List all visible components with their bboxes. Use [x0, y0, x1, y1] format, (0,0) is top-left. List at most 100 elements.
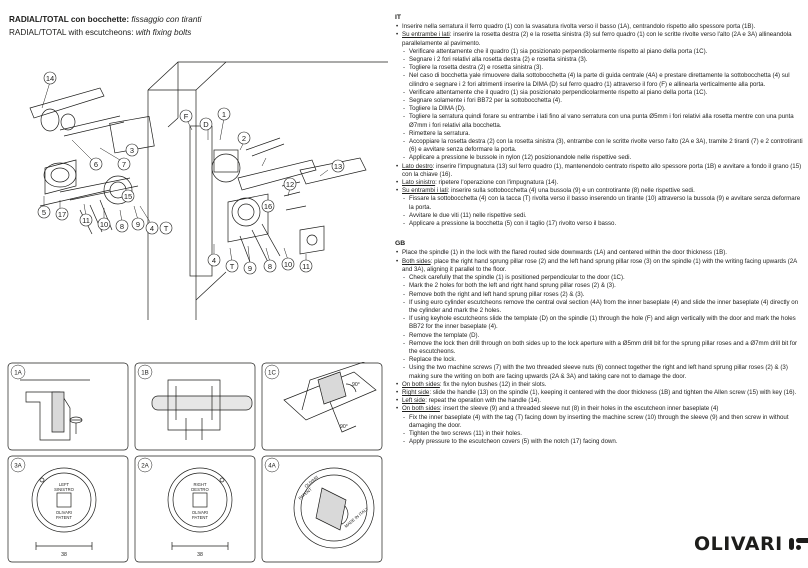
- instruction-step: Inserire nella serratura il ferro quadro…: [395, 23, 803, 31]
- instruction-step-text: Remove the template (D).: [409, 331, 480, 339]
- panel-1a-label: 1A: [14, 370, 22, 377]
- instruction-step-lead: Both sides: [402, 257, 431, 265]
- instruction-step-text: Mark the 2 holes for both the left and r…: [409, 282, 616, 290]
- panel-3a-olivari: OLIVARI: [56, 510, 72, 515]
- panel-2a-dimension: 38: [197, 552, 203, 558]
- callout-t-left: T: [164, 224, 169, 233]
- instruction-step-text: Accoppiare la rosetta destra (2) con la …: [409, 138, 803, 154]
- instruction-step: On both sides: insert the sleeve (9) and…: [395, 405, 803, 413]
- exploded-assembly-diagram: 14 6 7 5 17 11 10 8 9 4 T 15 3 F D 1 2 1…: [29, 61, 388, 320]
- panel-4a-label: 4A: [268, 463, 276, 470]
- panel-3a-sinistro: SINISTRO: [54, 487, 75, 492]
- instruction-step-lead: Left side: [402, 397, 426, 405]
- instruction-step-text: Nel caso di bocchetta yale rimuovere dal…: [409, 72, 790, 88]
- instruction-step-text: Rimettere la serratura.: [409, 129, 471, 137]
- instruction-step-text: Using the two machine screws (7) with th…: [409, 364, 788, 380]
- callout-d: D: [203, 120, 209, 129]
- instruction-step: Place the spindle (1) in the lock with t…: [395, 249, 803, 257]
- door-panel: [147, 61, 388, 320]
- callout-t-right: T: [230, 262, 235, 271]
- panel-texts: 1A 1B 1C 90° 90° 3A LEFT SINISTRO OLIVAR…: [10, 364, 369, 558]
- callout-4-right: 4: [212, 256, 216, 265]
- instruction-step-text: Applicare a pressione la bocchetta (5) c…: [409, 220, 617, 228]
- instruction-substep: Rimettere la serratura.: [395, 130, 803, 138]
- instruction-substep: Fissare la sottobocchetta (4) con la tac…: [395, 195, 803, 211]
- left-handle-group: [29, 87, 155, 235]
- instruction-step-text: Replace the lock.: [409, 356, 457, 364]
- instruction-step-text: : insert the sleeve (9) and a threaded s…: [439, 405, 719, 413]
- right-handle-group: [189, 125, 367, 277]
- instruction-substep: Mark the 2 holes for both the left and r…: [395, 282, 803, 290]
- panel-2a-drawing: [167, 467, 233, 550]
- instruction-substep: Togliere la serratura quindi forare su e…: [395, 113, 803, 129]
- instruction-step-text: Remove both the right and left hand spru…: [409, 290, 585, 298]
- instruction-substep: Nel caso di bocchetta yale rimuovere dal…: [395, 72, 803, 88]
- instruction-substep: Accoppiare la rosetta destra (2) con la …: [395, 138, 803, 154]
- callout-16: 16: [264, 202, 272, 211]
- english-instructions: Place the spindle (1) in the lock with t…: [395, 249, 803, 446]
- olivari-logo-mark-icon: [788, 538, 808, 550]
- panel-4a-drawing: [293, 467, 375, 549]
- panel-3a-label: 3A: [14, 463, 22, 470]
- callout-9: 9: [136, 220, 140, 229]
- instruction-substep: Apply pressure to the escutcheon covers …: [395, 438, 803, 446]
- panel-3a-left: LEFT: [59, 482, 70, 487]
- callout-10: 10: [100, 220, 108, 229]
- instruction-step-text: Apply pressure to the escutcheon covers …: [409, 438, 618, 446]
- instruction-step-text: : ripetere l'operazione con l'impugnatur…: [435, 179, 559, 187]
- instruction-step-text: : fix the nylon bushes (12) in their slo…: [439, 380, 547, 388]
- callout-leaders: [41, 81, 329, 265]
- instruction-step-text: If using euro cylinder escutcheons remov…: [409, 298, 799, 314]
- instruction-substep: Applicare a pressione le bussole in nylo…: [395, 154, 803, 162]
- instruction-step-text: Togliere la DIMA (D).: [409, 105, 466, 113]
- callout-8: 8: [120, 222, 124, 231]
- panel-3a-patent: PATENT: [56, 515, 72, 520]
- panel-1c-drawing: [283, 362, 377, 433]
- callout-f: F: [184, 112, 189, 121]
- instruction-step-text: Tighten the two screws (11) in their hol…: [409, 429, 522, 437]
- detail-panels: 1A 1B 1C 90° 90° 3A LEFT SINISTRO OLIVAR…: [7, 362, 383, 563]
- panel-1a-drawing: [20, 379, 90, 441]
- instruction-step-text: : inserire la rosetta destra (2) e la ro…: [402, 31, 792, 47]
- instruction-substep: Replace the lock.: [395, 356, 803, 364]
- instruction-step-lead: On both sides: [402, 405, 440, 413]
- instruction-substep: Using the two machine screws (7) with th…: [395, 364, 803, 380]
- callout-1: 1: [222, 110, 226, 119]
- panel-1c-angle-1: 90°: [352, 382, 360, 388]
- callout-8-right: 8: [268, 262, 272, 271]
- panel-3a-drawing: [31, 467, 97, 550]
- instruction-substep: If using euro cylinder escutcheons remov…: [395, 299, 803, 315]
- callout-4-left: 4: [150, 224, 154, 233]
- panel-1b-label: 1B: [141, 370, 149, 377]
- instruction-step: Su entrambe i lati: inserire la rosetta …: [395, 31, 803, 47]
- instruction-substep: Segnare solamente i fori BB72 per la sot…: [395, 97, 803, 105]
- instruction-step-text: Applicare a pressione le bussole in nylo…: [409, 154, 632, 162]
- instructions-column: IT Inserire nella serratura il ferro qua…: [395, 14, 803, 447]
- callout-7: 7: [122, 160, 126, 169]
- panel-4a-olivari: OLIVARI: [303, 475, 319, 489]
- panel-2a-right: RIGHT: [193, 482, 206, 487]
- instruction-substep: Applicare a pressione la bocchetta (5) c…: [395, 220, 803, 228]
- title-english-sub: with fixing bolts: [135, 28, 192, 37]
- instruction-step-text: : inserire l'impugnatura (13) sul ferro …: [402, 162, 802, 178]
- instruction-step-text: Place the spindle (1) in the lock with t…: [402, 249, 727, 257]
- instruction-step: Su entrambi i lati: inserire sulla sotto…: [395, 187, 803, 195]
- italian-instructions: Inserire nella serratura il ferro quadro…: [395, 23, 803, 228]
- panel-2a-destro: DESTRO: [191, 487, 209, 492]
- instruction-substep: Togliere la DIMA (D).: [395, 105, 803, 113]
- instruction-step-text: Check carefully that the spindle (1) is …: [409, 274, 625, 282]
- instruction-step-lead: Right side: [402, 388, 430, 396]
- instruction-step-text: Segnare solamente i fori BB72 per la sot…: [409, 97, 562, 105]
- callout-6: 6: [94, 160, 98, 169]
- instruction-substep: Remove the template (D).: [395, 332, 803, 340]
- panel-1b-drawing: [151, 379, 253, 440]
- instruction-step-text: Segnare i 2 fori relativi alla rosetta d…: [409, 56, 588, 64]
- panel-1c-angle-2: 90°: [340, 424, 348, 430]
- instruction-step: Lato destro: inserire l'impugnatura (13)…: [395, 163, 803, 179]
- instruction-step-text: : place the right hand sprung pillar ros…: [402, 257, 797, 273]
- callout-11-right: 11: [302, 262, 310, 271]
- instruction-step-lead: Su entrambe i lati: [402, 31, 450, 39]
- panel-frames: [7, 362, 383, 563]
- instruction-step-text: If using keyhole escutcheons slide the t…: [409, 315, 796, 331]
- instruction-step: Both sides: place the right hand sprung …: [395, 258, 803, 274]
